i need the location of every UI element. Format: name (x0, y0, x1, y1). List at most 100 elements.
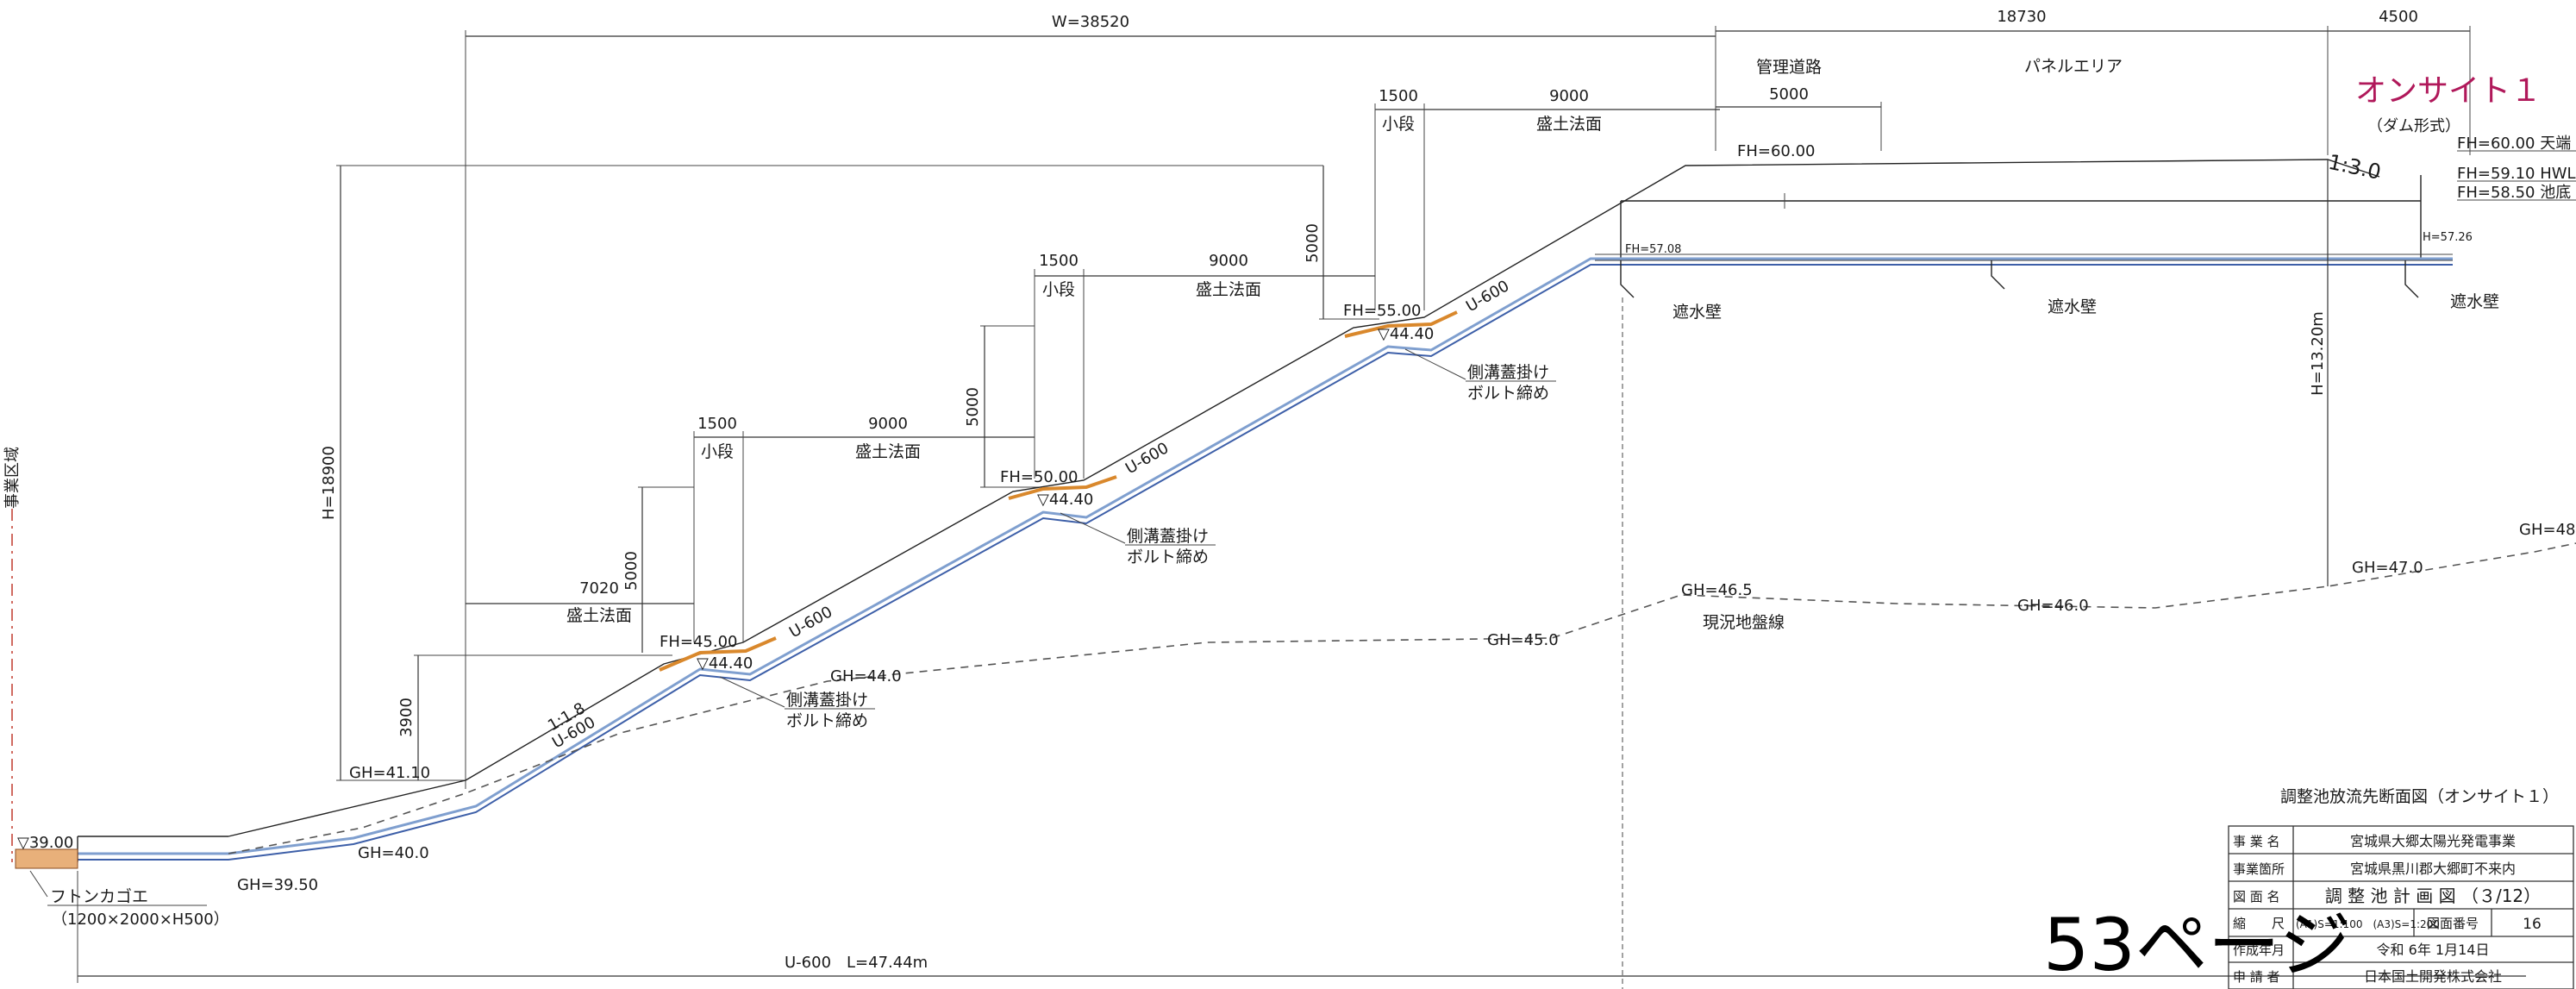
gh4110-label: GH=41.10 (349, 764, 430, 782)
hwl-level-label: FH=59.10 HWL (2457, 165, 2576, 183)
height-18900-label: H=18900 (320, 446, 338, 520)
level-5708-label: FH=57.08 (1625, 243, 1681, 256)
upper-rise-label: 5000 (1304, 223, 1322, 263)
drawing-title: 調整池放流先断面図（オンサイト１） (2280, 787, 2559, 806)
tb-value-project: 宮城県大郷太陽光発電事業 (2350, 833, 2516, 849)
tb-value-applicant: 日本国土開発株式会社 (2364, 968, 2502, 985)
tb-value-location: 宮城県黒川郡大郷町不来内 (2350, 861, 2516, 877)
middle-slope-label: 盛土法面 (1196, 280, 1261, 299)
gh460-label: GH=46.0 (2017, 597, 2089, 615)
gh440-label: GH=44.0 (830, 667, 902, 685)
gabion-size-label: （1200×2000×H500） (52, 911, 229, 929)
middle-tier-dimensions: 1500 9000 小段 盛土法面 5000 (964, 252, 1375, 488)
crest-level-label: FH=60.00 天端 (2457, 135, 2571, 153)
dam-type-label: （ダム形式） (2367, 117, 2460, 135)
total-width-label: W=38520 (1052, 13, 1129, 31)
lower-tier-dimensions: 1500 9000 小段 盛土法面 5000 7020 盛土法面 3900 (397, 415, 1035, 780)
area-labels: 管理道路 5000 パネルエリア オンサイト１ （ダム形式） (1716, 57, 2542, 151)
cutoff-wall-1: 遮水壁 (1673, 303, 1722, 322)
right-levels: FH=60.00 天端 FH=59.10 HWL FH=58.50 池底 H=5… (1625, 135, 2576, 256)
gabion-label: フトンカゴエ (50, 887, 148, 906)
cutoff-wall-labels: 遮水壁 遮水壁 遮水壁 (1673, 292, 2499, 322)
bottom-slope-label: 盛土法面 (566, 606, 632, 625)
embankment-profile (77, 159, 2453, 989)
road-width-label: 5000 (1769, 85, 1809, 103)
title-block: 調整池放流先断面図（オンサイト１） 事 業 名 宮城県大郷太陽光発電事業 事業箇… (2228, 787, 2574, 989)
tb-label-location: 事業箇所 (2233, 861, 2285, 877)
tb-label-number: 図面番号 (2427, 916, 2479, 931)
project-area-label: 事業区域 (3, 447, 22, 509)
middle-slope-width: 9000 (1209, 252, 1248, 270)
tb-label-date: 作成年月 (2233, 942, 2285, 958)
cutoff-wall-2: 遮水壁 (2048, 297, 2097, 316)
lid-note-lower-1: 側溝蓋掛け (786, 691, 868, 710)
slope-level-labels: FH=60.00 FH=55.00 FH=50.00 FH=45.00 ▽44.… (17, 142, 2576, 894)
page-number-stamp: 53ページ (2043, 903, 2351, 987)
fh60-label: FH=60.00 (1737, 142, 1816, 160)
top-dimensions: W=38520 18730 4500 (465, 8, 2471, 789)
project-boundary: 事業区域 (3, 447, 22, 862)
gh400-label: GH=40.0 (358, 844, 429, 862)
cutoff-wall-3: 遮水壁 (2450, 292, 2499, 311)
tb-label-applicant: 申 請 者 (2233, 969, 2280, 985)
height-3900-label: 3900 (397, 698, 416, 737)
upper-tier-dimensions: 1500 9000 小段 盛土法面 5000 (1304, 87, 1720, 320)
water-level-middle: ▽44.40 (1037, 491, 1093, 509)
tb-label-drawing: 図 面 名 (2233, 889, 2280, 904)
upper-slope-width: 9000 (1549, 87, 1589, 105)
lid-note-upper-1: 側溝蓋掛け (1467, 363, 1549, 382)
upper-berm-width: 1500 (1379, 87, 1418, 105)
water-level-upper: ▽44.40 (1378, 325, 1434, 343)
upper-berm-label: 小段 (1382, 115, 1415, 134)
lid-note-upper-2: ボルト締め (1467, 384, 1549, 403)
middle-berm-width: 1500 (1039, 252, 1079, 270)
dam-slope-ratio: 1:3.0 (2326, 150, 2383, 185)
width-18730-label: 18730 (1997, 8, 2046, 26)
upper-slope-label: 盛土法面 (1536, 115, 1602, 134)
management-road-label: 管理道路 (1756, 58, 1822, 77)
tb-label-scale: 縮 尺 (2233, 916, 2285, 931)
onsite-title: オンサイト１ (2355, 73, 2542, 109)
vertical-dimension-18900: H=18900 (320, 165, 1323, 781)
gh480-label: GH=48.0 (2519, 521, 2576, 539)
pipe-label-4: U-600 (1463, 277, 1512, 316)
gh450-label: GH=45.0 (1487, 631, 1559, 649)
fh45-label: FH=45.00 (660, 633, 738, 651)
tb-value-number: 16 (2523, 916, 2542, 933)
pond-bottom-level-label: FH=58.50 池底 (2457, 184, 2571, 202)
tb-label-project: 事 業 名 (2233, 834, 2280, 849)
lid-note-middle-2: ボルト締め (1127, 548, 1209, 566)
level-5726-label: H=57.26 (2423, 231, 2473, 244)
pipe-length-label: U-600 L=47.44m (785, 954, 928, 972)
middle-rise-label: 5000 (964, 387, 982, 427)
tb-value-date: 令和 6年 1月14日 (2377, 942, 2490, 958)
bottom-notes: フトンカゴエ （1200×2000×H500） U-600 L=47.44m (47, 871, 2526, 983)
tb-value-scale: (A1)S=1:100 (A3)S=1:200 (2296, 918, 2440, 930)
lid-notes: 側溝蓋掛け ボルト締め 側溝蓋掛け ボルト締め 側溝蓋掛け ボルト締め (719, 348, 1556, 730)
water-level-lower: ▽44.40 (697, 654, 753, 673)
height-1320-label: H=13.20m (2309, 311, 2327, 396)
lid-note-middle-1: 側溝蓋掛け (1127, 527, 1209, 546)
pipe-label-2: U-600 (786, 603, 835, 642)
vertical-dimension-1320: H=13.20m 1:3.0 (2309, 150, 2383, 586)
lower-berm-width: 1500 (697, 415, 737, 433)
existing-ground-label: 現況地盤線 (1703, 613, 1785, 632)
lower-rise-label: 5000 (622, 551, 641, 591)
fh55-label: FH=55.00 (1343, 302, 1422, 320)
gh465-label: GH=46.5 (1681, 581, 1753, 599)
tb-value-drawing: 調 整 池 計 画 図 （３/12） (2325, 886, 2541, 906)
width-7020-label: 7020 (579, 579, 619, 598)
water-level-outlet: ▽39.00 (17, 834, 73, 852)
width-4500-label: 4500 (2379, 8, 2418, 26)
lower-berm-label: 小段 (701, 442, 734, 461)
gh3950-label: GH=39.50 (237, 876, 318, 894)
lid-note-lower-2: ボルト締め (786, 711, 868, 730)
lower-slope-label: 盛土法面 (855, 442, 921, 461)
lower-slope-width: 9000 (868, 415, 908, 433)
gh470-label: GH=47.0 (2352, 559, 2423, 577)
fh50-label: FH=50.00 (1000, 468, 1079, 486)
middle-berm-label: 小段 (1042, 280, 1075, 299)
panel-area-label: パネルエリア (2024, 57, 2123, 76)
gabion (15, 848, 78, 898)
